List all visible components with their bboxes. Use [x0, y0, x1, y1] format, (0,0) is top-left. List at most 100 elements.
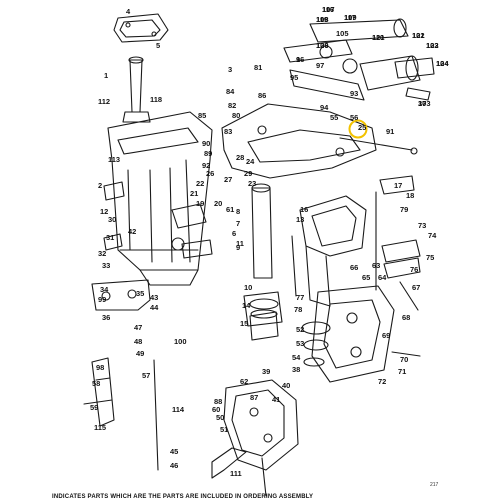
callout-34: 34 — [100, 285, 109, 294]
callout-24: 24 — [246, 157, 255, 166]
callout-56: 56 — [350, 113, 358, 122]
callout-52: 52 — [296, 325, 304, 334]
callout-73: 73 — [418, 221, 426, 230]
callout-25: 25 — [358, 123, 366, 132]
callout-16: 16 — [300, 205, 308, 214]
callout-94: 94 — [320, 103, 329, 112]
callout-3: 3 — [228, 65, 232, 74]
callout-1: 1 — [296, 55, 300, 64]
callout-78: 78 — [294, 305, 302, 314]
callout-63: 63 — [372, 261, 380, 270]
callout-107: 107 — [322, 5, 335, 14]
callout-44: 44 — [150, 303, 159, 312]
callout-58: 58 — [92, 379, 100, 388]
callout-14: 14 — [242, 301, 251, 310]
callout-22: 22 — [196, 179, 204, 188]
callout-109: 109 — [344, 13, 357, 22]
callout-99: 99 — [98, 295, 106, 304]
callout-5: 5 — [156, 41, 160, 50]
callout-50: 50 — [216, 413, 224, 422]
callout-2: 2 — [98, 181, 102, 190]
callout-49: 49 — [136, 349, 144, 358]
footer-note: INDICATES PARTS WHICH ARE THE PARTS ARE … — [52, 494, 313, 500]
callout-17: 17 — [394, 181, 402, 190]
callout-97: 97 — [316, 61, 324, 70]
callout-38: 38 — [292, 365, 300, 374]
callout-70: 70 — [400, 355, 408, 364]
callout-118: 118 — [150, 95, 162, 104]
callout-105: 105 — [336, 29, 349, 38]
callout-84: 84 — [226, 87, 235, 96]
callout-91-highlighted: 91 — [386, 127, 394, 136]
callout-43: 43 — [150, 293, 158, 302]
callout-57: 57 — [142, 371, 150, 380]
callout-48: 48 — [134, 337, 142, 346]
callout-101: 101 — [412, 31, 425, 40]
callout-54: 54 — [292, 353, 301, 362]
callout-108: 108 — [316, 15, 329, 24]
callout-80: 80 — [232, 111, 240, 120]
callout-85: 85 — [198, 111, 206, 120]
callout-27: 27 — [224, 175, 232, 184]
callout-36: 36 — [102, 313, 110, 322]
callout-89: 89 — [204, 149, 212, 158]
callout-31: 31 — [106, 233, 114, 242]
callout-113: 113 — [108, 155, 120, 164]
callout-69: 69 — [382, 331, 390, 340]
callout-7: 7 — [236, 219, 240, 228]
callout-29: 29 — [244, 169, 252, 178]
callout-55: 55 — [330, 113, 338, 122]
callout-121: 121 — [372, 33, 385, 42]
callout-62: 62 — [240, 377, 248, 386]
callout-100: 100 — [174, 337, 187, 346]
callout-37: 37 — [418, 99, 426, 108]
callout-41: 41 — [272, 395, 280, 404]
callout-122: 122 — [412, 31, 425, 40]
callout-79: 79 — [400, 205, 408, 214]
callout-66: 66 — [350, 263, 358, 272]
callout-39: 39 — [262, 367, 270, 376]
callout-116: 116 — [322, 5, 334, 14]
callout-87: 87 — [250, 393, 258, 402]
callout-98: 98 — [96, 363, 104, 372]
callout-117: 117 — [344, 13, 356, 22]
callout-20: 20 — [214, 199, 222, 208]
figure-number: 217 — [430, 482, 439, 488]
callout-13: 13 — [296, 215, 304, 224]
callout-106: 106 — [316, 41, 329, 50]
callout-77: 77 — [296, 293, 304, 302]
callout-46: 46 — [170, 461, 178, 470]
callout-111: 111 — [230, 469, 242, 478]
callout-40: 40 — [282, 381, 290, 390]
callout-90: 90 — [202, 139, 210, 148]
callout-33: 33 — [102, 261, 110, 270]
callout-45: 45 — [170, 447, 178, 456]
callout-92: 92 — [202, 161, 210, 170]
callout-88: 88 — [214, 397, 222, 406]
callout-1: 1 — [104, 71, 108, 80]
callout-86: 86 — [258, 91, 266, 100]
callout-61: 61 — [226, 205, 234, 214]
callout-highlight-ring — [348, 119, 368, 139]
callout-102: 102 — [426, 41, 439, 50]
callout-83: 83 — [224, 127, 232, 136]
callout-76: 76 — [410, 265, 418, 274]
callout-8: 8 — [236, 207, 240, 216]
callout-123: 123 — [426, 41, 439, 50]
callout-96: 96 — [296, 55, 304, 64]
callout-67: 67 — [412, 283, 420, 292]
callout-12: 12 — [100, 207, 108, 216]
callout-53: 53 — [296, 339, 304, 348]
callout-74: 74 — [428, 231, 437, 240]
callout-65: 65 — [362, 273, 370, 282]
callout-59: 59 — [90, 403, 98, 412]
callout-95: 95 — [290, 73, 298, 82]
callout-21: 21 — [190, 189, 198, 198]
callout-82: 82 — [228, 101, 236, 110]
callout-4: 4 — [126, 7, 131, 16]
callout-26: 26 — [206, 169, 214, 178]
callout-115: 115 — [94, 423, 106, 432]
callout-104: 104 — [436, 59, 449, 68]
